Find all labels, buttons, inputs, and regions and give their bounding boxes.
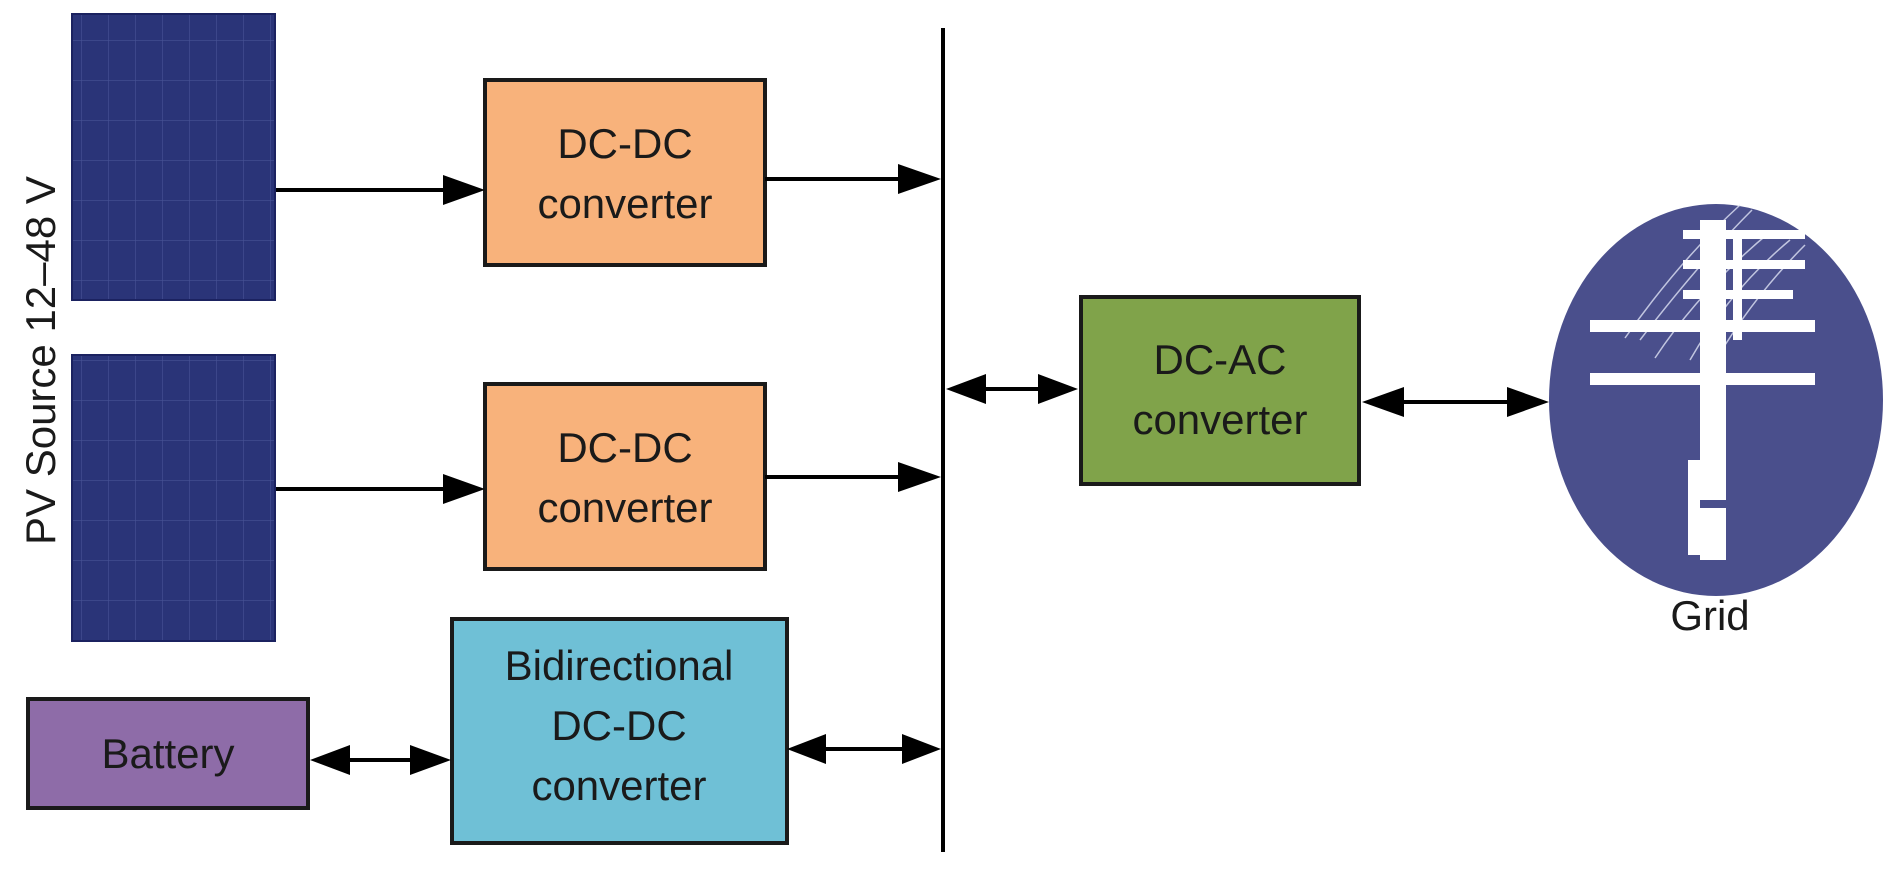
battery-block: Battery [26, 697, 310, 810]
arrow-dcdc-middle-to-bus [765, 462, 941, 492]
dcac-line1: DC-AC [1154, 336, 1287, 383]
pv-source-label: PV Source 12–48 V [17, 176, 64, 545]
dcdc-middle-line1: DC-DC [557, 424, 692, 471]
dcdc-top-box [483, 78, 767, 267]
dcac-line2: converter [1132, 396, 1307, 443]
arrow-pv-top-to-dcdc [276, 175, 485, 205]
bidirectional-line2: DC-DC [551, 702, 686, 749]
dcac-box [1079, 295, 1361, 486]
dcdc-converter-middle: DC-DC converter [483, 382, 767, 571]
pv-panel-top [71, 13, 276, 301]
dcdc-middle-box [483, 382, 767, 571]
dcdc-middle-line2: converter [537, 484, 712, 531]
grid-label: Grid [1670, 592, 1749, 639]
arrow-pv-bottom-to-dcdc [276, 474, 485, 504]
dcdc-converter-top: DC-DC converter [483, 78, 767, 267]
dcdc-top-line1: DC-DC [557, 120, 692, 167]
arrows [276, 164, 1549, 775]
bidirectional-line1: Bidirectional [505, 642, 734, 689]
arrow-dcac-grid [1362, 387, 1549, 417]
dcdc-top-line2: converter [537, 180, 712, 227]
battery-label: Battery [101, 730, 234, 777]
pv-panel-bottom [71, 354, 276, 642]
arrow-dcdc-top-to-bus [765, 164, 941, 194]
arrow-bidirectional-bus [787, 734, 941, 764]
dcac-converter: DC-AC converter [1079, 295, 1361, 486]
arrow-battery-bidirectional [310, 745, 451, 775]
arrow-bus-dcac [946, 374, 1078, 404]
grid-icon [1549, 204, 1883, 596]
battery-box [26, 697, 310, 810]
bidirectional-line3: converter [531, 762, 706, 809]
bidirectional-box [450, 617, 789, 845]
bidirectional-converter: Bidirectional DC-DC converter [450, 617, 789, 845]
